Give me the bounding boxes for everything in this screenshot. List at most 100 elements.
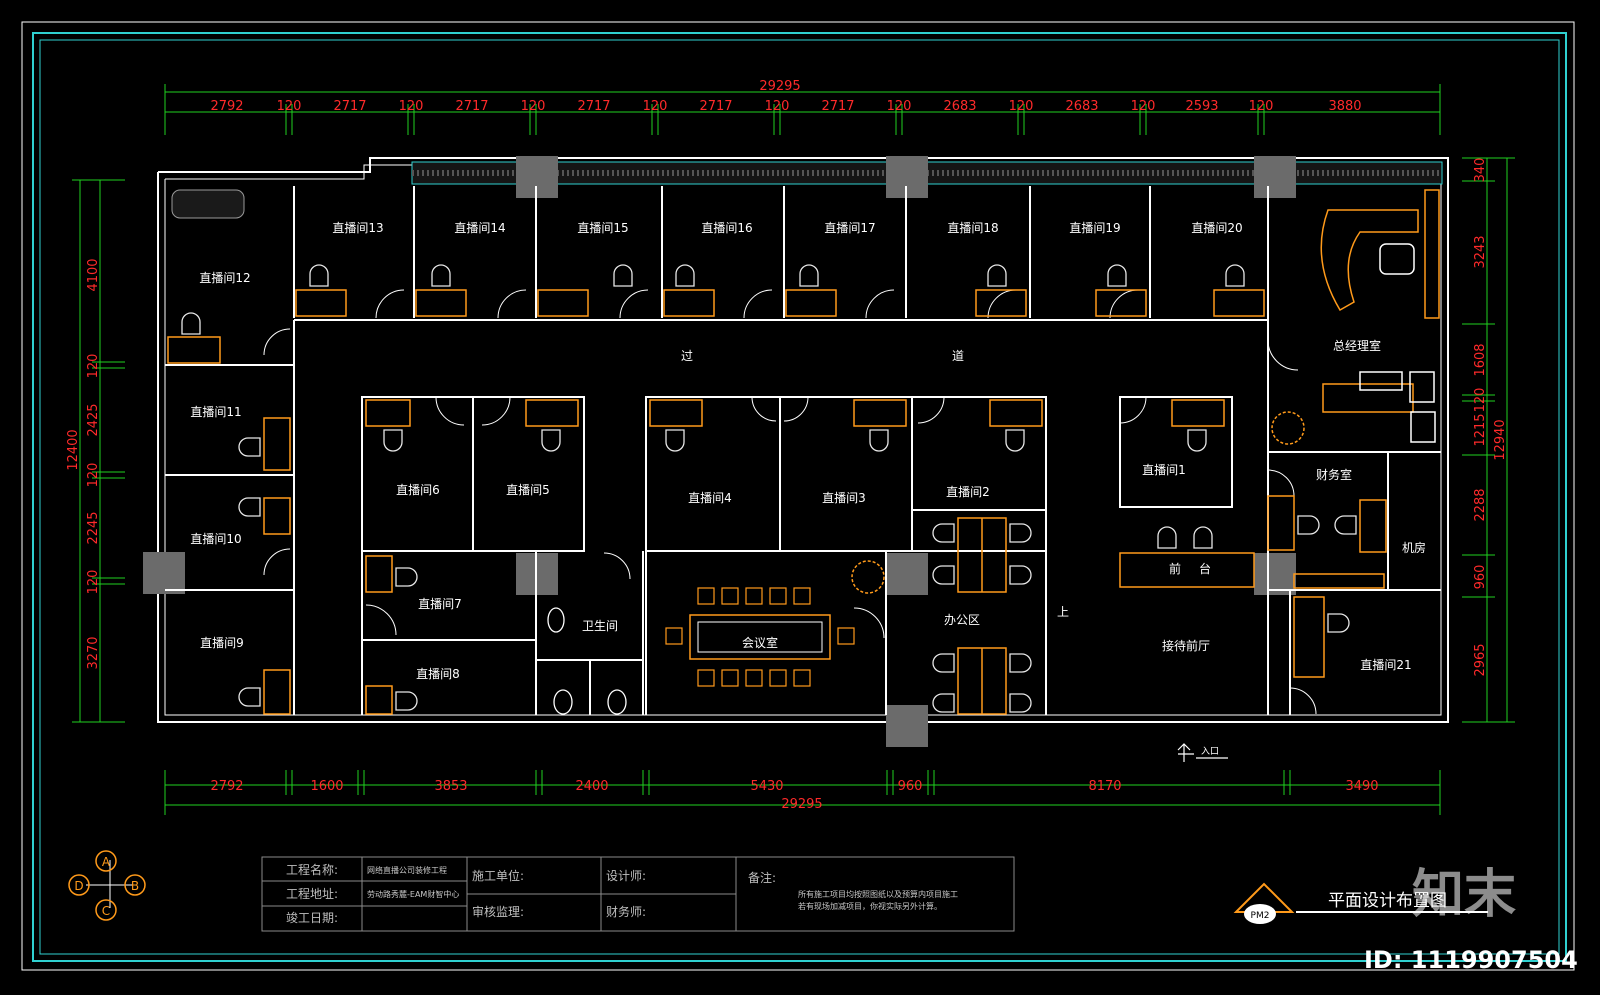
structural-columns xyxy=(143,156,1296,747)
reception-desk-label-1: 前 xyxy=(1169,561,1181,576)
dim-left-4: 120 xyxy=(86,463,101,488)
entrance-label: 入口 xyxy=(1201,746,1219,757)
dim-top-12: 120 xyxy=(887,99,912,114)
room-label-10: 直播间10 xyxy=(190,532,241,546)
compass-label-d: D xyxy=(74,879,83,893)
dim-bottom-8: 3490 xyxy=(1345,779,1378,794)
office-workstations xyxy=(957,517,1007,715)
manager-desk xyxy=(1320,189,1440,443)
room-label-1: 直播间1 xyxy=(1142,463,1186,477)
dim-top-8: 120 xyxy=(643,99,668,114)
room-label-21: 直播间21 xyxy=(1360,658,1411,672)
dim-top-1: 2792 xyxy=(210,99,243,114)
dim-left-6: 120 xyxy=(86,570,101,595)
room-label-11: 直播间11 xyxy=(190,405,241,419)
room-label-13: 直播间13 xyxy=(332,221,383,235)
dim-top-2: 120 xyxy=(277,99,302,114)
dim-bottom-6: 960 xyxy=(898,779,923,794)
completion-date-label: 竣工日期: xyxy=(286,910,338,925)
dim-top-3: 2717 xyxy=(333,99,366,114)
dim-right-4: 120 xyxy=(1473,388,1488,413)
exterior-walls xyxy=(157,157,1449,723)
corridor-label-2: 道 xyxy=(952,349,964,363)
room-label-9: 直播间9 xyxy=(200,636,244,650)
notes-line-1: 所有施工项目均按照图纸以及预算内项目施工 xyxy=(798,889,958,899)
drawing-frame xyxy=(32,32,1567,962)
drawing-title-badge: PM2 平面设计布置图 xyxy=(1233,882,1488,924)
room-label-20: 直播间20 xyxy=(1191,221,1242,235)
room-label-4: 直播间4 xyxy=(688,491,732,505)
dim-bottom-5: 5430 xyxy=(750,779,783,794)
interior-walls xyxy=(165,186,1441,715)
dim-left-7: 3270 xyxy=(86,636,101,669)
dim-right-5: 1215 xyxy=(1473,413,1488,446)
right-segment-labels: 340 3243 1608 120 1215 2288 960 2965 xyxy=(1473,158,1488,677)
dim-top-19: 3880 xyxy=(1328,99,1361,114)
column xyxy=(1254,553,1296,595)
dim-top-11: 2717 xyxy=(821,99,854,114)
dim-right-6: 2288 xyxy=(1473,488,1488,521)
room-label-5: 直播间5 xyxy=(506,483,550,497)
notes-line-2: 若有现场加减项目，你视实际另外计算。 xyxy=(798,901,942,911)
dim-right-1: 340 xyxy=(1473,158,1488,183)
dim-bottom-1: 2792 xyxy=(210,779,243,794)
manager-office-label: 总经理室 xyxy=(1333,338,1381,353)
dim-bottom-3: 3853 xyxy=(434,779,467,794)
dim-top-13: 2683 xyxy=(943,99,976,114)
outer-frame xyxy=(21,21,1575,971)
watermark-brand: 知末 xyxy=(1412,865,1516,925)
dim-right-8: 2965 xyxy=(1473,643,1488,676)
plant-icon xyxy=(851,411,1305,594)
toilet-label: 卫生间 xyxy=(582,619,618,633)
dim-top-6: 120 xyxy=(521,99,546,114)
room-label-15: 直播间15 xyxy=(577,221,628,235)
entrance-arrow-icon xyxy=(1177,743,1228,762)
room-label-18: 直播间18 xyxy=(947,221,998,235)
room-labels: 直播间13 直播间14 直播间15 直播间16 直播间17 直播间18 直播间1… xyxy=(190,221,1426,757)
room-label-2: 直播间2 xyxy=(946,485,990,499)
column xyxy=(143,552,185,594)
room-label-16: 直播间16 xyxy=(701,221,752,235)
dim-bottom-4: 2400 xyxy=(575,779,608,794)
room-label-17: 直播间17 xyxy=(824,221,875,235)
room-label-6: 直播间6 xyxy=(396,483,440,497)
dim-top-14: 120 xyxy=(1009,99,1034,114)
right-dimension-chain xyxy=(1462,157,1515,723)
dim-left-3: 2425 xyxy=(86,403,101,436)
watermark-id: ID: 1119907504 xyxy=(1364,946,1578,974)
room-label-14: 直播间14 xyxy=(454,221,505,235)
dim-top-4: 120 xyxy=(399,99,424,114)
column xyxy=(886,705,928,747)
studio-desks xyxy=(167,289,1387,715)
room-label-12: 直播间12 xyxy=(199,271,250,285)
title-block-text: 工程名称: 网络直播公司装修工程 工程地址: 劳动路秀麓-EAM财智中心 竣工日… xyxy=(286,862,958,925)
drawing-frame-inner xyxy=(39,39,1560,955)
dim-top-10: 120 xyxy=(765,99,790,114)
corridor-label-1: 过 xyxy=(681,349,693,363)
drawing-code: PM2 xyxy=(1251,911,1270,921)
bottom-segment-labels: 2792 1600 3853 2400 5430 960 8170 3490 xyxy=(210,779,1378,794)
dim-top-9: 2717 xyxy=(699,99,732,114)
title-block xyxy=(261,856,1015,932)
dim-bottom-7: 8170 xyxy=(1088,779,1121,794)
dim-top-18: 120 xyxy=(1249,99,1274,114)
office-area-label: 办公区 xyxy=(944,612,980,627)
dim-left-1: 4100 xyxy=(86,258,101,291)
compass-icon: A B C D xyxy=(68,850,146,921)
dim-top-7: 2717 xyxy=(577,99,610,114)
meeting-room-label: 会议室 xyxy=(742,635,778,650)
compass-label-b: B xyxy=(131,879,139,893)
compass-label-a: A xyxy=(102,855,111,869)
dim-left-5: 2245 xyxy=(86,511,101,544)
dim-top-16: 120 xyxy=(1131,99,1156,114)
left-total-dimension: 12400 xyxy=(66,429,81,470)
server-room-label: 机房 xyxy=(1402,540,1426,555)
stairs-up-label: 上 xyxy=(1057,605,1069,619)
reception-desk xyxy=(1119,552,1385,589)
project-address-label: 工程地址: xyxy=(286,886,338,901)
lobby-label: 接待前厅 xyxy=(1162,638,1210,653)
meeting-table xyxy=(689,614,831,660)
top-segment-labels: 2792 120 2717 120 2717 120 2717 120 2717… xyxy=(210,99,1361,114)
designer-label: 设计师: xyxy=(606,869,646,883)
